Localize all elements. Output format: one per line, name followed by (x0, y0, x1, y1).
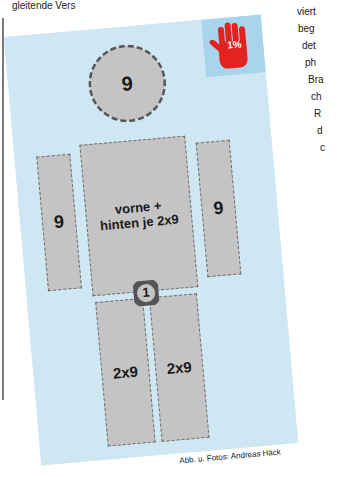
arm-box: 9 (36, 154, 82, 291)
figure-panel: 9 1% 9 vorne + hinten je 2x9 9 1 2x9 2x9Abb. u.… (4, 15, 298, 466)
body-share: 2x9 (112, 363, 138, 382)
body-share: 2x9 (166, 358, 192, 377)
cut-text: gleitende Vers (12, 0, 75, 11)
cut-text: R (314, 108, 321, 119)
body-share: 9 (121, 72, 134, 96)
column-rule-line (2, 18, 3, 400)
leg-box: 2x9 (149, 293, 209, 442)
body-share: 1 (142, 285, 151, 301)
photo-credit: Abb. u. Fotos: Andreas Häck (179, 448, 281, 466)
percent-text: 1% (227, 38, 242, 51)
circle-shape (133, 280, 159, 306)
circle-shape (87, 43, 168, 124)
arm-box: 9 (196, 140, 242, 277)
cut-text: d (317, 125, 323, 136)
leg-box: 2x9 (95, 298, 155, 447)
cut-text: c (320, 142, 325, 153)
cut-text: beg (298, 23, 315, 34)
cut-text: Bra (308, 74, 324, 85)
cut-text: ph (305, 57, 316, 68)
genital-circle: 1 (133, 280, 160, 307)
head-circle: 9 (85, 41, 170, 126)
body-share: 9 (53, 212, 65, 233)
red-hand (208, 21, 248, 70)
cut-text: det (302, 40, 316, 51)
icon-ground (201, 15, 266, 78)
torso-box: vorne + hinten je 2x9 (79, 136, 198, 297)
body-share: 9 (213, 198, 225, 219)
cut-text: viert (297, 6, 316, 17)
body-share: vorne + hinten je 2x9 (98, 198, 180, 235)
hand-percent: 1% (201, 15, 266, 78)
cut-text: ch (311, 91, 322, 102)
